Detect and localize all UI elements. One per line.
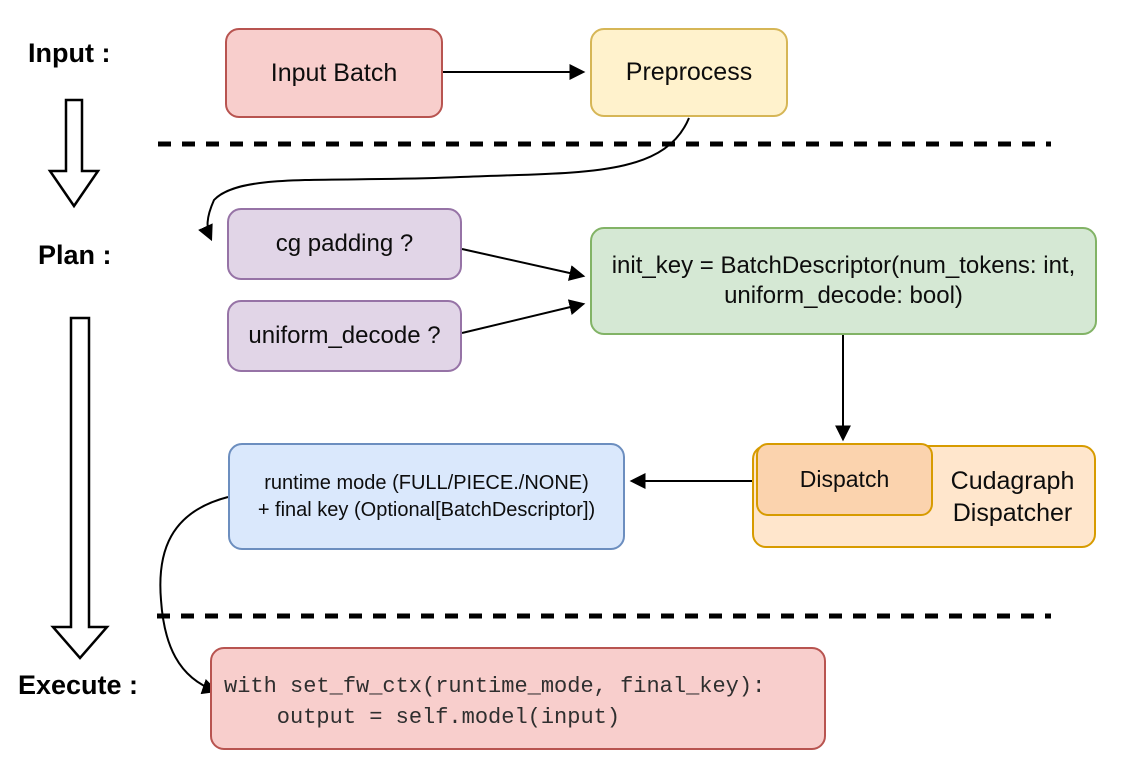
stage-label-plan: Plan :: [38, 240, 112, 270]
node-init-key-line1: init_key = BatchDescriptor(num_tokens: i…: [611, 252, 1076, 279]
arrow-cg-padding-to-init-key: [461, 248, 586, 281]
node-runtime-mode-line2: + final key (Optional[BatchDescriptor]): [257, 498, 596, 521]
node-dispatch: Dispatch: [756, 443, 933, 516]
plan-to-execute-arrow-icon: [50, 316, 110, 660]
node-cg-padding: cg padding ?: [227, 208, 462, 280]
node-dispatch-label: Dispatch: [799, 466, 890, 492]
cudagraph-label-line2: Dispatcher: [952, 498, 1073, 527]
node-init-key: init_key = BatchDescriptor(num_tokens: i…: [590, 227, 1097, 335]
node-input-batch-label: Input Batch: [270, 58, 398, 87]
node-runtime-mode: runtime mode (FULL/PIECE./NONE) + final …: [228, 443, 625, 550]
node-execute-code: with set_fw_ctx(runtime_mode, final_key)…: [210, 647, 826, 750]
execute-code-line2: output = self.model(input): [224, 704, 621, 730]
node-init-key-line2: uniform_decode: bool): [724, 282, 963, 309]
node-uniform-decode-label: uniform_decode ?: [248, 322, 441, 349]
arrow-uniform-decode-to-init-key: [461, 299, 586, 334]
node-input-batch: Input Batch: [225, 28, 443, 118]
node-cg-padding-label: cg padding ?: [275, 230, 414, 257]
node-runtime-mode-line1: runtime mode (FULL/PIECE./NONE): [264, 471, 589, 494]
node-uniform-decode: uniform_decode ?: [227, 300, 462, 372]
node-cudagraph-dispatcher-label: Cudagraph Dispatcher: [931, 447, 1094, 546]
node-preprocess-label: Preprocess: [625, 58, 753, 86]
input-stage-arrow-icon: [47, 98, 101, 209]
stage-label-input: Input :: [28, 38, 111, 68]
execute-code-line1: with set_fw_ctx(runtime_mode, final_key)…: [224, 673, 766, 699]
stage-label-execute: Execute :: [18, 670, 139, 700]
node-preprocess: Preprocess: [590, 28, 788, 117]
cudagraph-label-line1: Cudagraph: [950, 466, 1075, 495]
